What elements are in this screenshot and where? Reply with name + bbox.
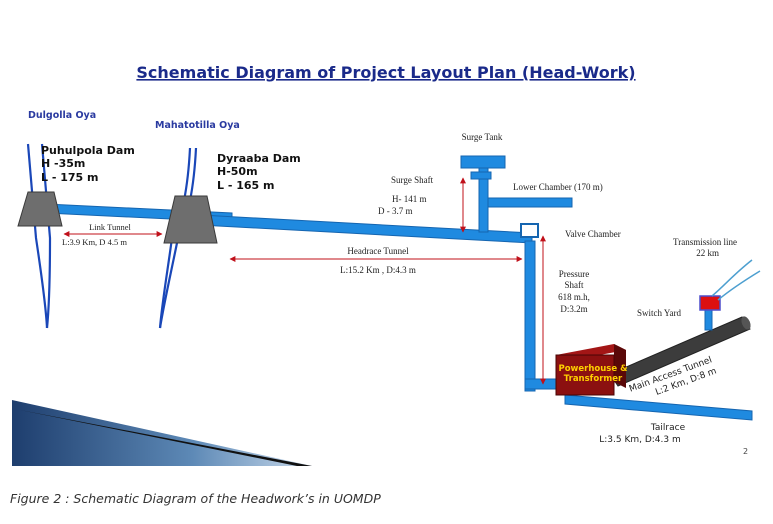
powerhouse-side	[614, 344, 626, 388]
powerhouse-label-1: Powerhouse &	[558, 364, 628, 374]
mahatotilla-oya-label: Mahatotilla Oya	[155, 120, 240, 131]
dyraaba-dam-name: Dyraaba Dam	[217, 152, 301, 165]
powerhouse-box	[555, 354, 615, 396]
surge-shaft-height: H- 141 m	[392, 194, 427, 204]
dyraaba-dam-length: L - 165 m	[217, 179, 275, 192]
decorative-wedge	[12, 400, 312, 466]
diagram-slide: Schematic Diagram of Project Layout Plan…	[12, 38, 764, 466]
main-access-tunnel-portal	[741, 316, 751, 330]
dulgolla-river-bank	[40, 143, 52, 329]
dyraaba-dam	[163, 195, 218, 244]
puhulpola-dam-name: Puhulpola Dam	[41, 144, 135, 157]
valve-chamber-icon	[520, 223, 539, 238]
surge-tank-box	[470, 171, 492, 180]
diagram-title: Schematic Diagram of Project Layout Plan…	[136, 63, 635, 82]
puhulpola-dam-height: H -35m	[41, 157, 85, 170]
headrace-tunnel-spec: L:15.2 Km , D:4.3 m	[340, 265, 416, 275]
link-tunnel-spec: L:3.9 Km, D 4.5 m	[62, 237, 127, 247]
puhulpola-dam-length: L - 175 m	[41, 171, 99, 184]
dulgolla-river	[26, 143, 49, 329]
link-tunnel-name: Link Tunnel	[89, 222, 131, 232]
transmission-line-label: Transmission line	[673, 237, 737, 247]
surge-shaft-label: Surge Shaft	[391, 175, 434, 185]
pressure-shaft-line4: D:3.2m	[560, 304, 587, 314]
page-number: 2	[743, 447, 748, 456]
puhulpola-dam	[17, 191, 63, 227]
headrace-tunnel-name: Headrace Tunnel	[347, 246, 409, 256]
surge-tank-label: Surge Tank	[462, 132, 503, 142]
dulgolla-oya-label: Dulgolla Oya	[28, 110, 96, 121]
switch-yard-box	[699, 295, 721, 311]
lower-chamber-label: Lower Chamber (170 m)	[513, 182, 603, 192]
tailrace-label: Tailrace	[650, 423, 686, 433]
pressure-shaft-line3: 618 m.h,	[558, 292, 590, 302]
lower-chamber-pipe	[487, 197, 573, 208]
valve-chamber-label: Valve Chamber	[565, 229, 621, 239]
transmission-line-2	[717, 270, 761, 301]
surge-tank-cap	[460, 155, 506, 169]
surge-shaft-diameter: D - 3.7 m	[378, 206, 413, 216]
switch-yard-label: Switch Yard	[637, 308, 682, 318]
decorative-wedge-shadow	[20, 410, 312, 466]
pressure-shaft-line1: Pressure	[559, 269, 590, 279]
transmission-line-length: 22 km	[696, 248, 719, 258]
schematic-diagram: Schematic Diagram of Project Layout Plan…	[12, 63, 761, 466]
tailrace-pipe	[564, 394, 753, 421]
pressure-shaft-pipe	[524, 240, 536, 392]
figure-caption: Figure 2 : Schematic Diagram of the Head…	[10, 491, 381, 506]
tailrace-spec: L:3.5 Km, D:4.3 m	[599, 435, 681, 445]
dyraaba-dam-height: H-50m	[217, 165, 258, 178]
transmission-line-1	[711, 259, 753, 297]
pressure-shaft-line2: Shaft	[565, 280, 584, 290]
switch-yard-stem	[704, 307, 713, 331]
powerhouse-label-2: Transformer	[564, 374, 623, 384]
